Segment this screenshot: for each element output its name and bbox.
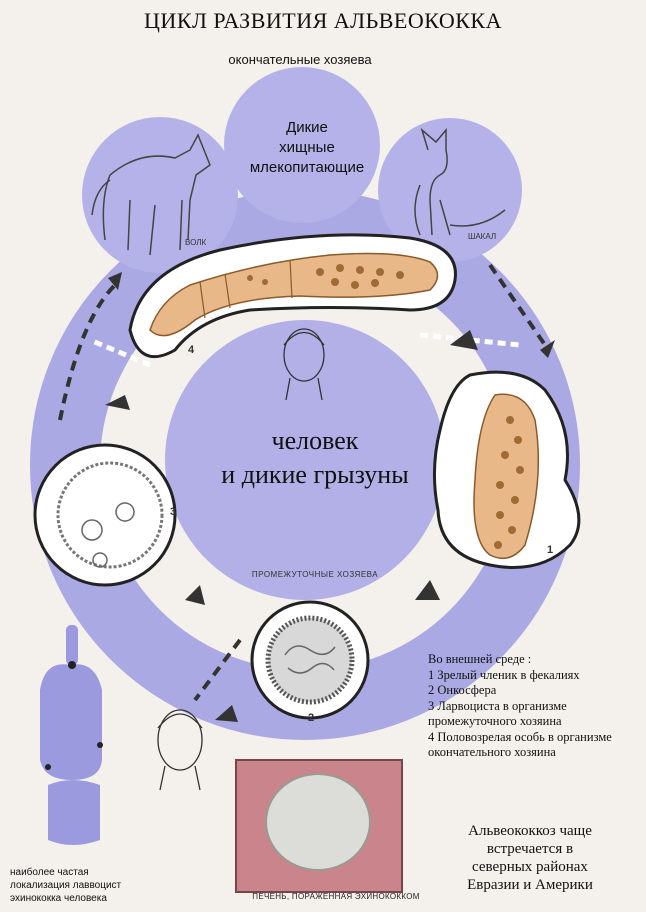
center-circle [165, 320, 445, 600]
legend-item: 3 Ларвоциста в организме [428, 698, 567, 713]
oncosphere-core [284, 645, 336, 674]
legend-heading: Во внешней среде : [428, 652, 532, 666]
arrow-icon [540, 340, 555, 358]
legend-item: 2 Онкосфера [428, 683, 497, 697]
jackal-icon [414, 127, 506, 236]
stage-number-1: 1 [547, 544, 554, 556]
jackal-circle [378, 118, 522, 262]
wolf-circle [82, 117, 238, 273]
proglottid [473, 393, 540, 560]
organs-icon [40, 625, 102, 845]
human-head-icon [283, 328, 325, 401]
stage-number-2: 2 [308, 712, 315, 724]
dashed-arrow [58, 263, 547, 702]
intermediate-hosts-text: человек и дикие грызуны [221, 426, 409, 489]
liver-cyst [265, 773, 371, 871]
definitive-hosts-label: окончательные хозяева [228, 52, 372, 67]
stage-number-3: 3 [170, 506, 177, 518]
liver-label: ПЕЧЕНЬ, ПОРАЖЕННАЯ ЭХИНОКОККОМ [252, 892, 420, 901]
legend-item: окончательного хозяина [428, 745, 556, 759]
larvocyst [56, 461, 164, 569]
arrow-icon [105, 330, 478, 722]
legend-item: 1 Зрелый членик в фекалиях [428, 667, 580, 682]
definitive-hosts-text: Дикие хищные млекопитающие [249, 119, 365, 176]
dashed-separator [89, 337, 151, 368]
definitive-hosts-circle [224, 67, 380, 223]
distribution-note: Альвеококкоз чаще встречается в северных… [467, 823, 593, 893]
worm-eggs [247, 264, 404, 289]
page-title: ЦИКЛ РАЗВИТИЯ АЛЬВЕОКОККА [144, 8, 502, 33]
arrow-icon [108, 272, 122, 290]
legend: Во внешней среде : 1 Зрелый членик в фек… [428, 652, 643, 761]
human-head-icon [157, 709, 203, 791]
organ-dots [45, 661, 103, 770]
jackal-label: ШАКАЛ [468, 232, 497, 241]
localization-note: наиболее частая локализация лаввоцист эх… [10, 867, 122, 904]
wolf-label: ВОЛК [185, 238, 207, 247]
oncosphere [265, 615, 355, 705]
legend-item: промежуточного хозяина [428, 714, 562, 728]
dashed-separator [419, 332, 521, 348]
stage-number-4: 4 [188, 344, 195, 356]
wolf-icon [91, 133, 211, 256]
intermediate-hosts-label: ПРОМЕЖУТОЧНЫЕ ХОЗЯЕВА [251, 570, 379, 579]
worm-segments [199, 259, 293, 319]
proglottid-eggs [494, 416, 524, 549]
legend-item: 4 Половозрелая особь в организме [428, 729, 612, 744]
